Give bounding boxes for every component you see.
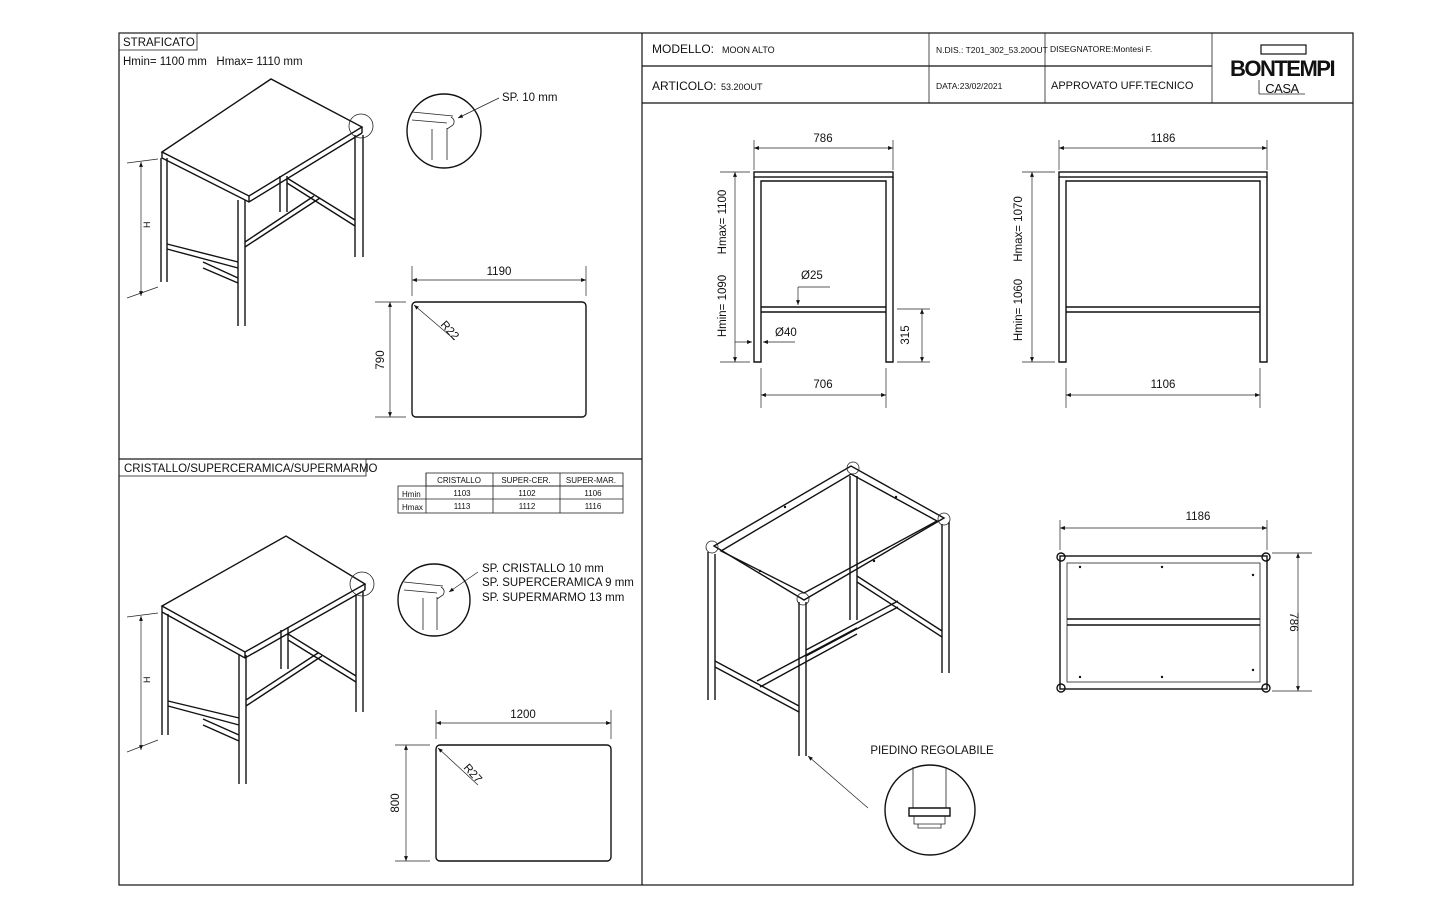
straficato-thickness: SP. 10 mm xyxy=(502,92,557,104)
side-top-width: 1186 xyxy=(1151,133,1176,145)
articolo-value: 53.20OUT xyxy=(721,82,763,92)
articolo-label: ARTICOLO: xyxy=(652,79,716,93)
drawer-name: DISEGNATORE:Montesi F. xyxy=(1050,44,1152,54)
thickness-cristallo: SP. CRISTALLO 10 mm xyxy=(482,563,604,575)
drawing-number: N.DIS.: T201_302_53.20OUT xyxy=(936,45,1048,55)
straficato-h-label: H xyxy=(142,222,152,229)
straficato-depth: 790 xyxy=(375,350,387,369)
side-hmax: Hmax= 1070 xyxy=(1013,196,1025,262)
title-block: MODELLO: MOON ALTO ARTICOLO: 53.20OUT N.… xyxy=(642,33,1353,104)
panel-straficato: STRAFICATO Hmin= 1100 mm Hmax= 1110 mm H xyxy=(118,32,587,418)
iso-table-straficato: H xyxy=(126,78,374,326)
front-diam-large: Ø40 xyxy=(775,327,797,339)
plan-view: 1186 786 xyxy=(1056,511,1312,693)
cristallo-label: CRISTALLO/SUPERCERAMICA/SUPERMARMO xyxy=(124,463,378,475)
table-header-supermarmo: SUPER-MAR. xyxy=(566,476,616,485)
front-diam-small: Ø25 xyxy=(801,270,823,282)
table-cell-hmax-supermarmo: 1116 xyxy=(585,502,602,511)
drawing-date: DATA:23/02/2021 xyxy=(936,81,1003,91)
front-rail-height: 315 xyxy=(900,325,912,344)
cristallo-radius: R27 xyxy=(461,762,484,786)
approval-label: APPROVATO UFF.TECNICO xyxy=(1051,80,1194,92)
foot-detail: PIEDINO REGOLABILE xyxy=(870,745,994,856)
straficato-label: STRAFICATO xyxy=(123,37,195,49)
plan-depth: 786 xyxy=(1287,612,1299,631)
front-hmax: Hmax= 1100 xyxy=(717,190,729,255)
modello-label: MODELLO: xyxy=(652,42,714,56)
table-header-cristallo: CRISTALLO xyxy=(437,476,481,485)
height-variant-table: CRISTALLO SUPER-CER. SUPER-MAR. Hmin 110… xyxy=(397,472,624,514)
top-plan-straficato: 1190 790 R22 xyxy=(375,266,587,418)
side-hmin: Hmin= 1060 xyxy=(1013,279,1025,341)
table-header-superceramica: SUPER-CER. xyxy=(501,476,550,485)
cristallo-depth: 800 xyxy=(390,793,402,812)
thickness-detail-cristallo: SP. CRISTALLO 10 mm SP. SUPERCERAMICA 9 … xyxy=(397,563,634,637)
modello-value: MOON ALTO xyxy=(722,45,775,55)
iso-frame-view xyxy=(705,461,951,809)
logo-wordmark: BONTEMPI xyxy=(1230,56,1335,81)
table-cell-hmin-superceramica: 1102 xyxy=(518,489,536,498)
foot-label: PIEDINO REGOLABILE xyxy=(870,745,994,757)
thickness-supermarmo: SP. SUPERMARMO 13 mm xyxy=(482,592,624,604)
cristallo-width: 1200 xyxy=(510,709,536,721)
table-cell-hmin-cristallo: 1103 xyxy=(453,489,471,498)
plan-width: 1186 xyxy=(1186,511,1211,523)
straficato-width: 1190 xyxy=(487,266,512,278)
logo-sub: CASA xyxy=(1265,81,1299,96)
bontempi-casa-logo: BONTEMPI CASA xyxy=(1230,44,1336,96)
top-plan-cristallo: 1200 800 R27 xyxy=(390,709,612,862)
front-top-width: 786 xyxy=(813,133,832,145)
side-view: 1186 1106 Hmax= 1070 Hmin= 1060 xyxy=(1013,133,1268,408)
front-hmin: Hmin= 1090 xyxy=(717,275,729,337)
table-row-hmax-label: Hmax xyxy=(402,503,423,512)
front-view: 786 706 Hmax= 1100 Hmin= 1090 Ø25 Ø40 31… xyxy=(717,133,930,408)
table-cell-hmin-supermarmo: 1106 xyxy=(584,489,602,498)
panel-cristallo: CRISTALLO/SUPERCERAMICA/SUPERMARMO CRIST… xyxy=(118,458,634,862)
table-cell-hmax-cristallo: 1113 xyxy=(454,502,471,511)
thickness-detail-straficato: SP. 10 mm xyxy=(406,92,557,169)
thickness-superceramica: SP. SUPERCERAMICA 9 mm xyxy=(482,577,634,589)
table-row-hmin-label: Hmin xyxy=(402,490,421,499)
front-bottom-width: 706 xyxy=(813,379,832,391)
iso-table-cristallo: H xyxy=(126,535,375,784)
straficato-radius: R22 xyxy=(438,319,461,343)
side-bottom-width: 1106 xyxy=(1151,379,1176,391)
straficato-heights: Hmin= 1100 mm Hmax= 1110 mm xyxy=(123,56,303,68)
table-cell-hmax-superceramica: 1112 xyxy=(519,502,536,511)
cristallo-h-label: H xyxy=(142,677,152,684)
